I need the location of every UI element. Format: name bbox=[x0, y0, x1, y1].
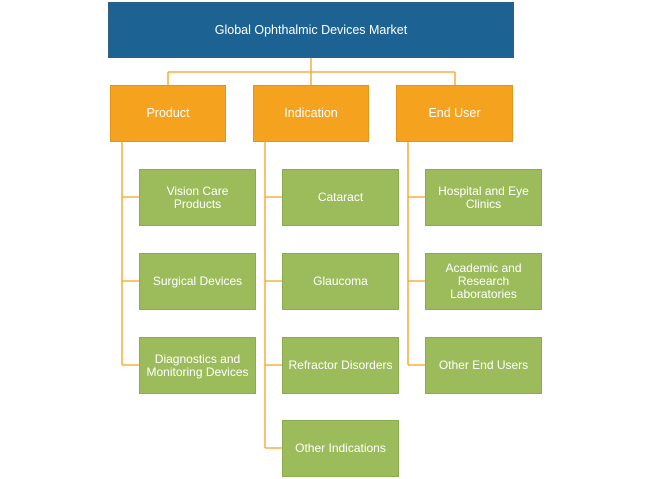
leaf-other-indications: Other Indications bbox=[282, 420, 399, 477]
leaf-hospital-eye-clinics: Hospital and Eye Clinics bbox=[425, 169, 542, 226]
leaf-glaucoma: Glaucoma bbox=[282, 253, 399, 310]
root-label: Global Ophthalmic Devices Market bbox=[214, 22, 408, 37]
category-end-user: End User bbox=[396, 85, 513, 142]
category-label: End User bbox=[428, 106, 481, 120]
leaf-vision-care-products: Vision Care Products bbox=[139, 169, 256, 226]
category-product: Product bbox=[110, 85, 226, 142]
leaf-label: Refractor Disorders bbox=[288, 358, 393, 372]
root-node: Global Ophthalmic Devices Market bbox=[108, 2, 514, 58]
leaf-label: Surgical Devices bbox=[152, 274, 243, 288]
leaf-label: Diagnostics and Monitoring Devices bbox=[146, 351, 249, 379]
leaf-surgical-devices: Surgical Devices bbox=[139, 253, 256, 310]
leaf-label: Hospital and Eye Clinics bbox=[438, 183, 529, 211]
category-label: Product bbox=[146, 106, 190, 120]
leaf-cataract: Cataract bbox=[282, 169, 399, 226]
leaf-label: Other Indications bbox=[295, 441, 386, 455]
leaf-diagnostics-monitoring-devices: Diagnostics and Monitoring Devices bbox=[139, 337, 256, 394]
leaf-refractor-disorders: Refractor Disorders bbox=[282, 337, 399, 394]
leaf-label: Vision Care Products bbox=[166, 183, 229, 211]
leaf-label: Other End Users bbox=[438, 358, 529, 372]
leaf-label: Cataract bbox=[317, 190, 364, 204]
leaf-label: Glaucoma bbox=[313, 274, 368, 288]
leaf-academic-research-laboratories: Academic and Research Laboratories bbox=[425, 253, 542, 310]
leaf-label: Academic and Research Laboratories bbox=[445, 261, 522, 301]
category-indication: Indication bbox=[253, 85, 369, 142]
category-label: Indication bbox=[284, 106, 338, 120]
leaf-other-end-users: Other End Users bbox=[425, 337, 542, 394]
